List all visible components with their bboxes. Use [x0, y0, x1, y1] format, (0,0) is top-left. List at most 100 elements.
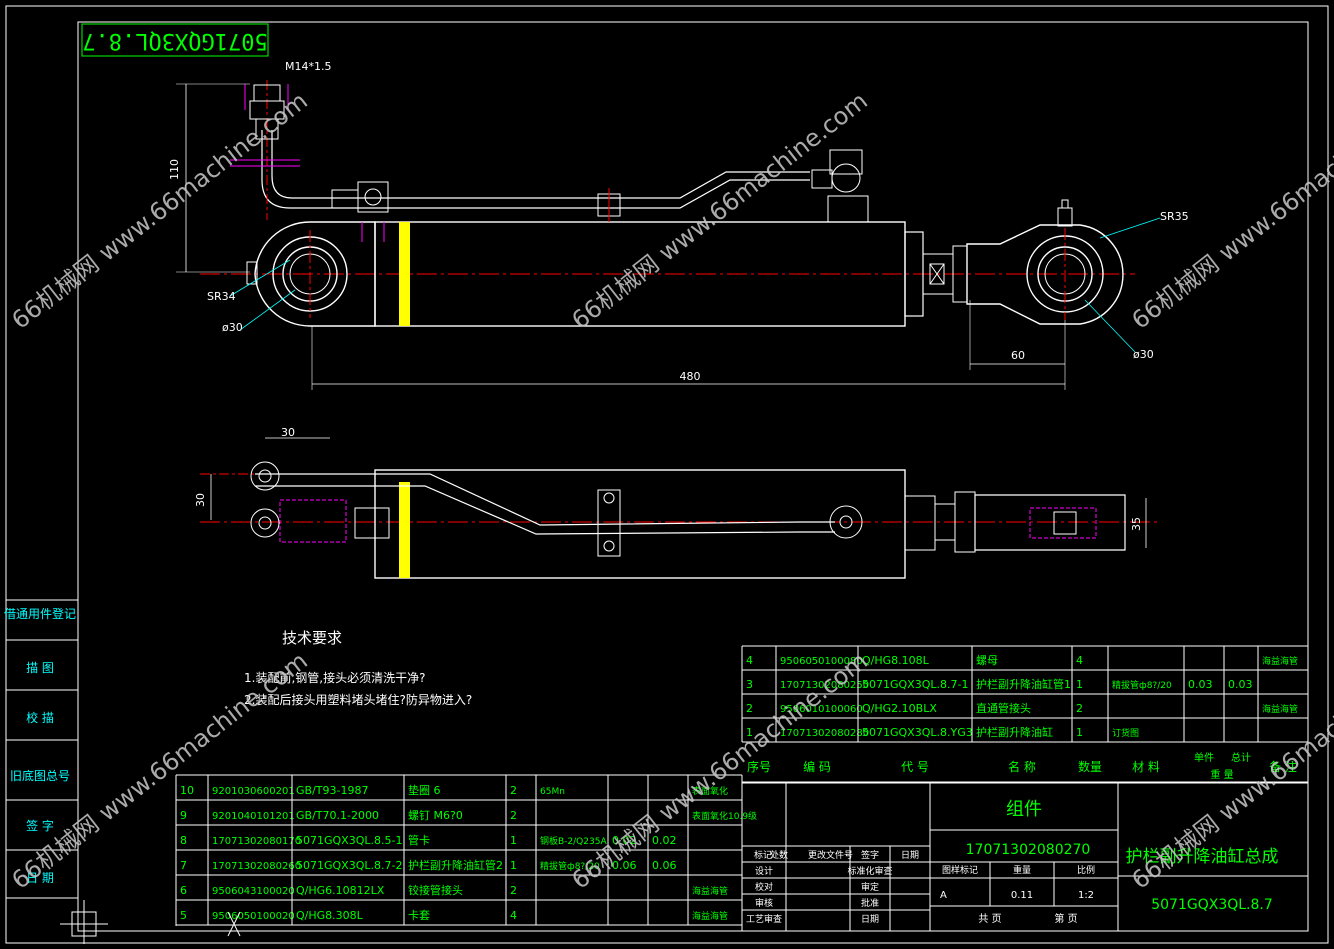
- tb-stage: A: [940, 890, 947, 901]
- bomR-r2-name: 直通管接头: [976, 701, 1031, 715]
- bomL-r7-name: 护栏副升降油缸管2: [408, 858, 503, 872]
- dim-height: 110: [168, 159, 181, 180]
- bomL-r9-no: 9: [180, 809, 187, 822]
- tb-role2-2: 批准: [861, 897, 879, 909]
- tech-line-2: 2.装配后接头用塑料堵头堵住?防异物进入?: [244, 692, 472, 707]
- tb-role-1: 校对: [755, 881, 773, 893]
- tb-lbl-sign: 签字: [861, 849, 879, 861]
- bomR-r1-code: 17071302080280: [780, 728, 869, 739]
- fold-marks: [60, 900, 241, 944]
- tb-part-name: 护栏副升降油缸总成: [1126, 846, 1279, 867]
- oil-pipe: [261, 130, 810, 209]
- bomL-r10-std: GB/T93-1987: [296, 784, 368, 797]
- bomR-r3-no: 3: [746, 678, 753, 691]
- bomL-r7-std: 5071GQX3QL.8.7-2: [296, 859, 402, 872]
- dim-sr-left: SR34: [207, 290, 236, 303]
- side-label-1: 描 图: [26, 661, 54, 675]
- bomL-r10-note: 表面氧化: [692, 785, 728, 797]
- bomR-hdr-qty: 数量: [1078, 759, 1102, 774]
- bomL-r8-name: 管卡: [408, 833, 430, 847]
- tb-weight-hdr: 重量: [1013, 864, 1031, 876]
- bomL-r6-name: 铰接管接头: [408, 883, 463, 897]
- bomR-r1-name: 护栏副升降油缸: [976, 725, 1053, 739]
- bomL-r8-mat: 钢板B-2/Q235A: [540, 835, 607, 847]
- bomR-hdr-wt: 重 量: [1210, 768, 1233, 781]
- tb-stage-hdr: 图样标记: [942, 864, 978, 876]
- side-label-3: 旧底图总号: [10, 768, 70, 783]
- bomL-r10-mat: 65Mn: [540, 787, 565, 797]
- bomR-r4-no: 4: [746, 654, 753, 667]
- bomR-r3-w1: 0.03: [1188, 678, 1213, 691]
- bomL-r8-w2: 0.02: [652, 834, 677, 847]
- bomR-r1-std: 5071GQX3QL.8.YG3: [862, 726, 973, 739]
- watermark-2: 66机械网 www.66machine.com: [1126, 87, 1334, 335]
- dim-sr-right: SR35: [1160, 210, 1189, 223]
- bomR-r3-name: 护栏副升降油缸管1: [976, 677, 1071, 691]
- dim-60: 60: [1011, 349, 1025, 362]
- tb-scale-hdr: 比例: [1077, 864, 1095, 876]
- stamp-text: 5071GQX3QL.8.7: [82, 28, 267, 53]
- bomR-r1-mat: 订货图: [1112, 727, 1139, 739]
- bomL-r5-note: 海益海管: [692, 910, 728, 922]
- tb-role-3: 工艺审查: [746, 913, 782, 925]
- bomL-r5-std: Q/HG8.308L: [296, 909, 364, 922]
- bomR-hdr-no: 序号: [747, 759, 771, 774]
- bomL-r5-code: 9506050100020: [212, 911, 295, 922]
- tb-sheet-no: 第 页: [1054, 912, 1077, 925]
- tb-drawing-no: 5071GQX3QL.8.7: [1151, 897, 1273, 913]
- bomR-hdr-name: 名 称: [1008, 759, 1036, 774]
- bomL-r6-code: 9506043100020: [212, 886, 295, 897]
- bomL-r8-std: 5071GQX3QL.8.5-1: [296, 834, 402, 847]
- tb-lbl-date: 日期: [901, 850, 919, 861]
- bomL-r6-note: 海益海管: [692, 885, 728, 897]
- tb-scale: 1:2: [1078, 890, 1094, 901]
- dim-35: 35: [1130, 517, 1143, 531]
- bomR-r2-qty: 2: [1076, 702, 1083, 715]
- bomR-hdr-code: 编 码: [803, 759, 831, 774]
- tech-line-1: 1.装配前,钢管,接头必须清洗干净?: [244, 670, 425, 685]
- inner-frame: [77, 21, 1309, 932]
- bomL-r5-qty: 4: [510, 909, 517, 922]
- bomR-r3-qty: 1: [1076, 678, 1083, 691]
- bomR-hdr-note: 备 注: [1269, 759, 1297, 774]
- dim-480: 480: [680, 370, 701, 383]
- dim-dia-left: ø30: [222, 321, 243, 334]
- bomL-r9-name: 螺钉 M6?0: [408, 809, 463, 822]
- bomR-r3-w2: 0.03: [1228, 678, 1253, 691]
- title-block: 组件 17071302080270 护栏副升降油缸总成 5071GQX3QL.8…: [741, 782, 1309, 932]
- bomR-r3-code: 17071302080250: [780, 680, 869, 691]
- side-register-table: 借通用件登记 描 图 校 描 旧底图总号 签 字 日 期: [4, 599, 79, 899]
- right-rod-eye: [966, 224, 1124, 325]
- bomL-r7-qty: 1: [510, 859, 517, 872]
- bomL-r8-w1: 0.02: [612, 834, 637, 847]
- front-view: M14*1.5 110 SR34 ø30 SR35 ø30 60 480: [168, 60, 1189, 390]
- bomR-r4-qty: 4: [1076, 654, 1083, 667]
- tb-category: 组件: [1006, 799, 1042, 820]
- bomR-r1-no: 1: [746, 726, 753, 739]
- bomR-r2-std: Q/HG2.10BLX: [862, 702, 937, 715]
- watermark-1: 66机械网 www.66machine.com: [566, 87, 872, 335]
- bomR-r4-note: 海益海管: [1262, 655, 1298, 667]
- bomR-hdr-w1: 单件: [1194, 752, 1214, 764]
- tb-lbl-count: 处数: [770, 849, 788, 861]
- tb-role-0: 设计: [755, 865, 773, 877]
- drawing-stamp: 5071GQX3QL.8.7: [81, 23, 269, 57]
- bomR-r3-mat: 精拔管ф8?/20: [1112, 679, 1172, 691]
- bomL-r9-qty: 2: [510, 809, 517, 822]
- side-label-2: 校 描: [26, 710, 54, 725]
- top-view: 30 30 35: [194, 426, 1160, 579]
- bomL-r5-no: 5: [180, 909, 187, 922]
- bomL-r8-code: 17071302080170: [212, 836, 301, 847]
- bomL-r6-std: Q/HG6.10812LX: [296, 884, 385, 897]
- port-thread: M14*1.5: [285, 60, 331, 73]
- bomL-r7-no: 7: [180, 859, 187, 872]
- bomR-hdr-mat: 材 料: [1132, 760, 1160, 774]
- bomL-r10-qty: 2: [510, 784, 517, 797]
- bomL-r10-name: 垫圈 6: [408, 783, 441, 797]
- side-label-5: 日 期: [26, 871, 54, 885]
- bomR-r3-std: 5071GQX3QL.8.7-1: [862, 678, 968, 691]
- bomL-r7-code: 17071302080260: [212, 861, 301, 872]
